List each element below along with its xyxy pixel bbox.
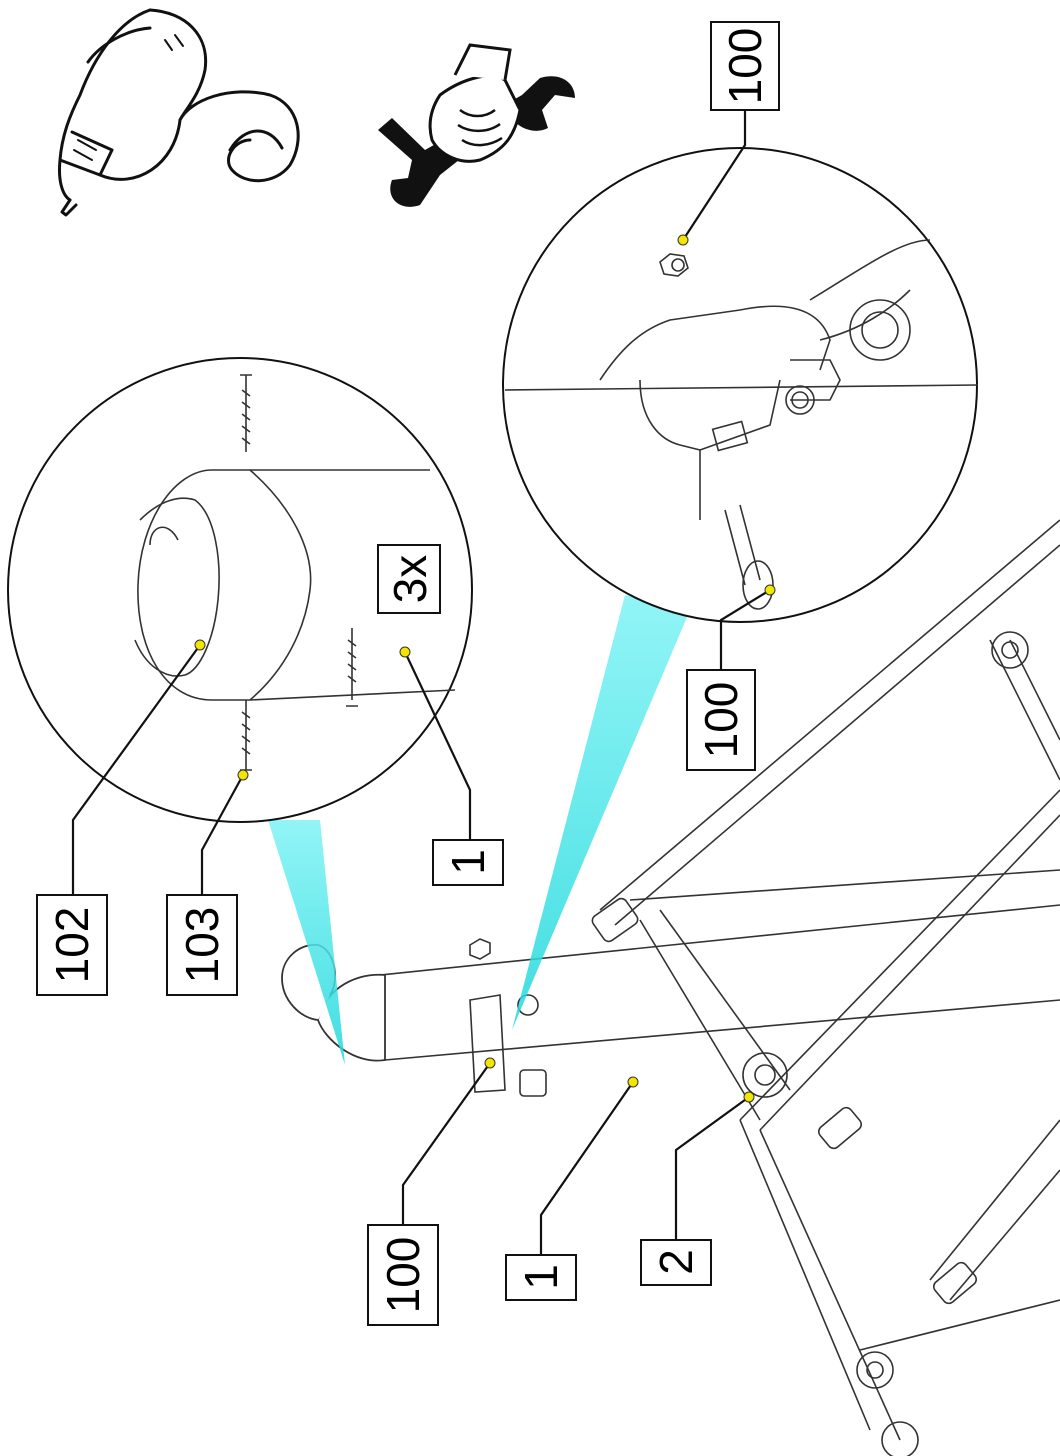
frame-structure — [379, 519, 1060, 1456]
callout-102: 102 — [36, 894, 108, 996]
svg-text:100: 100 — [377, 1237, 429, 1314]
wrench-icon — [378, 43, 575, 207]
callout-103: 103 — [166, 894, 238, 996]
callout-dots — [194, 234, 776, 1103]
callout-100-top: 100 — [710, 21, 780, 111]
callout-1-main: 1 — [505, 1254, 577, 1301]
zoom-beam-right — [512, 595, 690, 1030]
quantity-label: 3x — [384, 555, 436, 604]
callout-100-detail: 100 — [686, 669, 756, 771]
drill-icon — [58, 8, 300, 217]
callout-2-main: 2 — [640, 1239, 712, 1286]
svg-text:102: 102 — [46, 907, 98, 984]
detail-view-end-cap: 3x — [7, 357, 473, 823]
svg-text:103: 103 — [176, 907, 228, 984]
callout-100-main: 100 — [367, 1224, 439, 1326]
callout-leaders — [71, 110, 771, 1255]
detail-view-clamp — [502, 147, 979, 623]
svg-text:1: 1 — [442, 849, 494, 875]
zoom-beam-left — [268, 820, 345, 1065]
svg-text:100: 100 — [719, 28, 771, 105]
svg-text:1: 1 — [515, 1264, 567, 1290]
svg-text:2: 2 — [650, 1249, 702, 1275]
svg-text:100: 100 — [695, 682, 747, 759]
callout-1-detail: 1 — [432, 839, 504, 886]
